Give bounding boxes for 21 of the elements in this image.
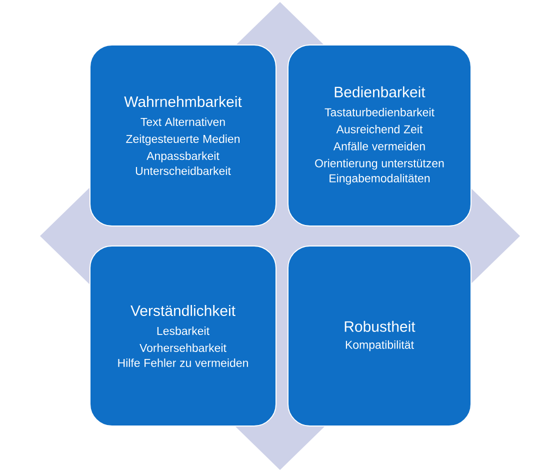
rounded-box <box>288 246 472 426</box>
rounded-box <box>90 246 276 426</box>
list-item: Lesbarkeit <box>157 326 210 335</box>
list-item: Ausreichend Zeit <box>336 124 423 134</box>
rounded-box <box>288 44 472 226</box>
list-item: Hilfe Fehler zu vermeiden <box>118 358 248 367</box>
list-item: Tastaturbedienbarkeit <box>324 108 434 116</box>
list-item: Unterscheidbarkeit <box>136 166 231 175</box>
list-item: Eingabemodalitäten <box>330 174 430 185</box>
list-item: Text Alternativen <box>140 118 225 126</box>
list-item: Vorhersehbarkeit <box>140 344 226 352</box>
box-heading: Bedienbarkeit <box>334 86 426 98</box>
list-item: Anfälle vermeiden <box>333 142 425 150</box>
list-item: Orientierung unterstützen <box>315 158 444 170</box>
box-heading: Verständlichkeit <box>130 305 236 316</box>
box-heading: Wahrnehmbarkeit <box>124 96 242 108</box>
list-item: Kompatibilität <box>346 340 414 352</box>
rounded-box <box>90 44 276 226</box>
box-heading: Robustheit <box>344 320 416 332</box>
list-item: Anpassbarkeit <box>146 152 220 162</box>
list-item: Zeitgesteuerte Medien <box>126 134 240 146</box>
